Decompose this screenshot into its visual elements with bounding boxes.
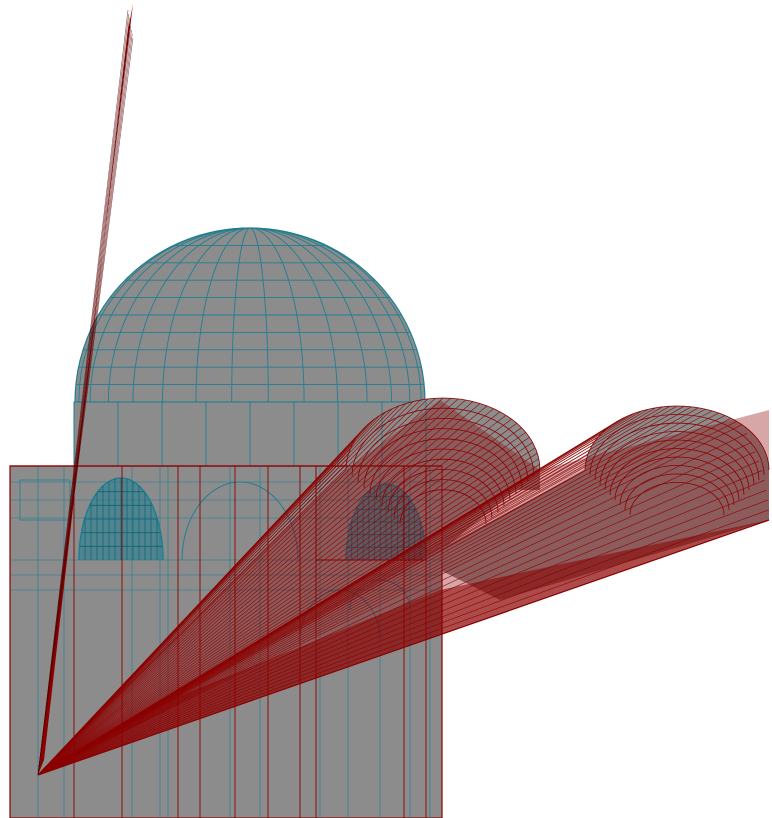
cone-ray-vault-1: [37, 405, 400, 776]
vault-1-ring: [369, 438, 517, 495]
cone-ray-vault-1: [37, 399, 466, 776]
vault-2-ring: [604, 439, 750, 491]
cone-ray-vault-1: [37, 405, 488, 776]
dome-meridian-line: [107, 227, 251, 403]
dome-meridian-line: [78, 227, 251, 403]
cone-ray-vault-2: [37, 407, 656, 776]
vault-1-ring: [399, 489, 487, 525]
vault-2-ring: [599, 431, 755, 486]
cone-ray-vault-2: [37, 405, 670, 776]
cone-ray-vault-1: [37, 408, 393, 776]
cone-ray-vault-1: [37, 403, 407, 776]
cone-ray-vault-1: [37, 427, 522, 776]
red-projection-rays: [9, 4, 770, 818]
cone-ray-vault-1: [37, 397, 444, 776]
spike-ray: [37, 37, 134, 776]
cone-ray-vault-1: [37, 437, 530, 776]
dome-meridian-line: [132, 227, 251, 403]
cone-ray-vault-1: [37, 403, 481, 776]
cone-ray-vault-1: [37, 397, 451, 776]
dome-meridian-line: [195, 227, 251, 403]
vault-2-ring: [584, 405, 770, 471]
dome-meridian-line: [249, 227, 393, 403]
cone-ray-vault-1: [37, 418, 512, 776]
cone-ray-vault-1: [37, 447, 536, 776]
dome-meridian-line: [249, 227, 269, 403]
cone-ray-vault-1: [37, 401, 414, 776]
vault-cap-1: [346, 398, 540, 490]
vault-1-ring: [363, 428, 523, 489]
window-frame: [19, 479, 71, 521]
cone-ray-vault-1: [37, 422, 517, 776]
cone-ray-vault-2: [37, 405, 678, 776]
middle-arch: [181, 481, 299, 561]
dome-meridian-line: [249, 227, 411, 403]
cone-lower-fill: [38, 520, 769, 775]
dome-meridian-line: [249, 227, 422, 403]
cone-ray-vault-1: [37, 398, 459, 776]
cyan-wire-edges: [10, 227, 442, 818]
dome-meridian-line: [231, 227, 251, 403]
cone-ray-vault-1: [37, 464, 540, 776]
cone-ray-vault-1: [37, 414, 507, 776]
cone-ray-vault-1: [37, 442, 533, 776]
cone-ray-vault-2: [37, 408, 649, 776]
cone-ray-vault-1: [37, 408, 494, 776]
vault-1-ring: [357, 418, 529, 483]
dome-meridian-line: [89, 227, 251, 403]
vault-2-ring: [594, 422, 760, 481]
dome-meridian-line: [249, 227, 368, 403]
vault-1-ring: [345, 397, 541, 471]
cone-ray-vault-2: [37, 405, 685, 776]
vault-2-ring: [614, 456, 740, 501]
cone-ray-vault-2: [37, 406, 663, 776]
cone-ray-vault-1: [37, 401, 474, 776]
vault-band-2: [420, 470, 769, 600]
vault-2-ring: [589, 414, 765, 476]
dome-meridian-line: [249, 227, 305, 403]
dome-meridian-line: [162, 227, 251, 403]
vault-1-ring: [381, 458, 505, 507]
vault-2-ring: [619, 465, 735, 506]
cone-ray-vault-1: [37, 411, 387, 776]
vault-1-ring: [387, 469, 499, 513]
cone-ray-vault-1: [37, 452, 538, 776]
vault-1-ring: [375, 448, 511, 501]
dome-meridian-line: [249, 227, 338, 403]
cone-ray-vault-1: [37, 397, 436, 776]
vault-2-ring: [624, 473, 730, 511]
vault-2-ring: [609, 448, 745, 496]
cone-ray-vault-1: [37, 458, 539, 776]
vault-1-ring: [351, 407, 535, 477]
cone-ray-vault-1: [37, 399, 421, 776]
vault-2-ring: [629, 482, 725, 516]
